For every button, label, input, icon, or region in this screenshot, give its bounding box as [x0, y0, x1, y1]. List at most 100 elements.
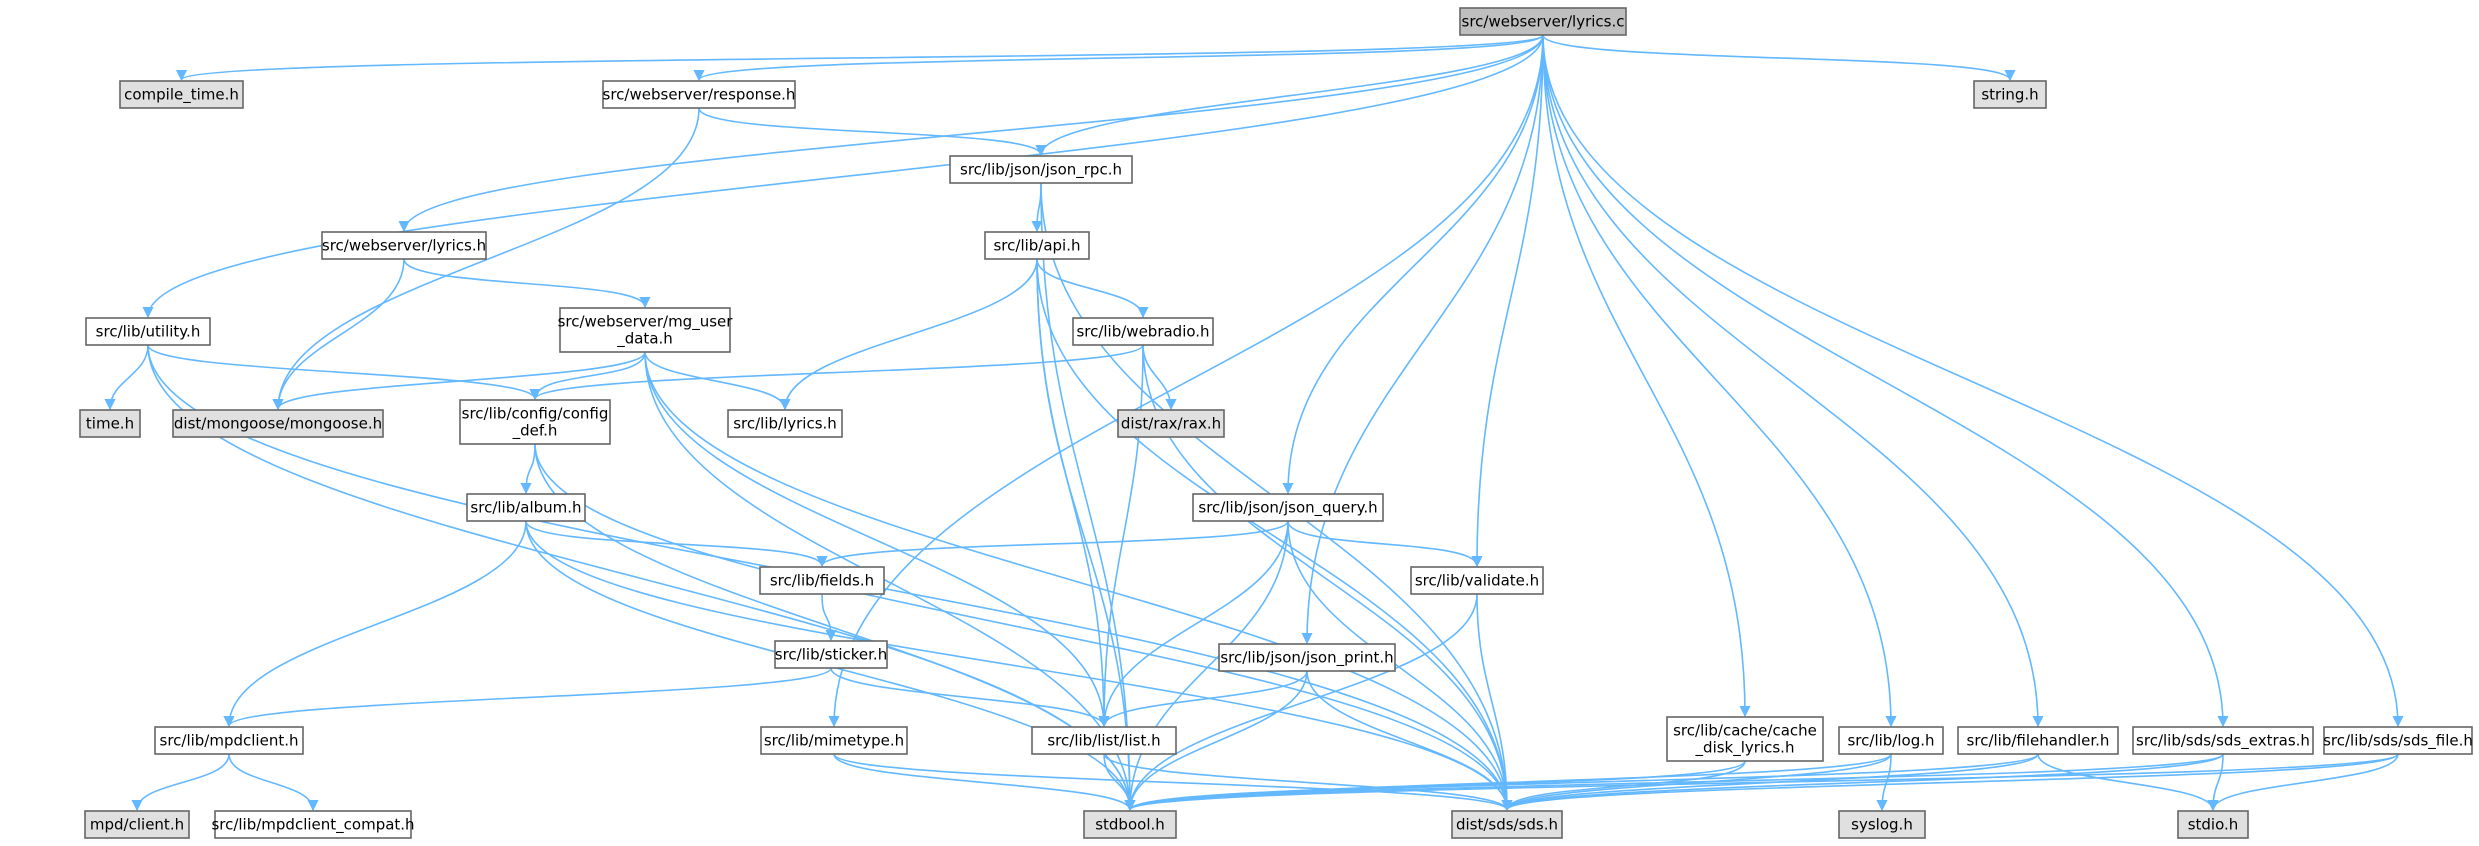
- node-label: syslog.h: [1851, 816, 1913, 834]
- node-sticker[interactable]: src/lib/sticker.h: [774, 640, 888, 669]
- node-box: [1218, 643, 1396, 672]
- edge-ws_lyrics_h-to-mongoose: [272, 258, 405, 411]
- node-sds-extras[interactable]: src/lib/sds/sds_extras.h: [2132, 726, 2314, 755]
- node-box: [1459, 7, 1627, 36]
- edge-json_print-to-list: [1098, 670, 1308, 728]
- edge-lyrics_c-to-validate: [1471, 34, 1544, 568]
- edge-sds_file-to-stdbool: [1124, 753, 2399, 812]
- node-mongoose: dist/mongoose/mongoose.h: [172, 409, 384, 438]
- edge-api-to-webradio: [1036, 258, 1149, 319]
- node-response[interactable]: src/webserver/response.h: [602, 80, 796, 109]
- node-mg-user-data[interactable]: src/webserver/mg_user_data.h: [558, 307, 734, 353]
- edge-validate-to-sds: [1476, 593, 1513, 812]
- edge-sds_file-to-stdio: [2207, 753, 2399, 812]
- node-json-query[interactable]: src/lib/json/json_query.h: [1192, 493, 1384, 522]
- node-utility[interactable]: src/lib/utility.h: [85, 317, 211, 346]
- node-lyrics-c[interactable]: src/webserver/lyrics.c: [1459, 7, 1627, 36]
- node-fields[interactable]: src/lib/fields.h: [759, 566, 885, 595]
- edge-album-to-mpdclient: [223, 520, 527, 728]
- edge-lyrics_c-to-string_h: [1542, 34, 2016, 82]
- node-stdio: stdio.h: [2177, 810, 2249, 839]
- node-config-def[interactable]: src/lib/config/config_def.h: [459, 399, 611, 445]
- edge-validate-to-stdbool: [1124, 593, 1478, 812]
- node-box: [984, 231, 1090, 260]
- node-box: [949, 155, 1133, 184]
- node-label: src/lib/cache/cache: [1673, 722, 1817, 740]
- node-label: _data.h: [616, 330, 673, 349]
- edge-album-to-fields: [525, 520, 828, 568]
- node-mimetype[interactable]: src/lib/mimetype.h: [760, 726, 908, 755]
- node-mpd-client: mpd/client.h: [84, 810, 190, 839]
- node-label: src/lib/json/json_query.h: [1198, 499, 1377, 518]
- node-validate[interactable]: src/lib/validate.h: [1410, 566, 1544, 595]
- node-label: src/lib/json/json_print.h: [1220, 649, 1393, 668]
- node-syslog: syslog.h: [1838, 810, 1926, 839]
- node-label: src/webserver/lyrics.c: [1462, 13, 1625, 31]
- edge-lyrics_c-to-json_rpc: [1035, 34, 1544, 157]
- node-stdbool: stdbool.h: [1083, 810, 1177, 839]
- edge-api-to-stdbool: [1036, 258, 1136, 812]
- node-label: mpd/client.h: [90, 816, 184, 834]
- node-list[interactable]: src/lib/list/list.h: [1031, 726, 1177, 755]
- edge-layer: [104, 34, 2404, 812]
- node-sds-file[interactable]: src/lib/sds/sds_file.h: [2323, 726, 2473, 755]
- node-label: src/lib/config/config: [462, 405, 609, 423]
- edge-lyrics_c-to-mimetype: [828, 34, 1544, 728]
- node-label: src/lib/webradio.h: [1076, 323, 1209, 341]
- node-label: src/lib/api.h: [993, 237, 1080, 255]
- node-cache-lyrics[interactable]: src/lib/cache/cache_disk_lyrics.h: [1666, 716, 1824, 762]
- edge-response-to-json_rpc: [698, 107, 1047, 157]
- edge-json_query-to-fields: [816, 520, 1289, 568]
- node-box: [759, 566, 885, 595]
- node-webradio[interactable]: src/lib/webradio.h: [1072, 317, 1214, 346]
- node-ws-lyrics-h[interactable]: src/webserver/lyrics.h: [321, 231, 487, 260]
- edge-filehandler-to-stdbool: [1124, 753, 2039, 812]
- node-box: [1838, 810, 1926, 839]
- node-box: [1192, 493, 1384, 522]
- edge-json_query-to-sds: [1287, 520, 1513, 812]
- edge-lyrics_c-to-ws_lyrics_h: [398, 34, 1544, 233]
- node-mpdclient[interactable]: src/lib/mpdclient.h: [154, 726, 304, 755]
- node-json-rpc[interactable]: src/lib/json/json_rpc.h: [949, 155, 1133, 184]
- node-label: time.h: [86, 415, 134, 433]
- node-json-print[interactable]: src/lib/json/json_print.h: [1218, 643, 1396, 672]
- edge-mg_user_data-to-sds: [644, 351, 1513, 812]
- node-box: [2132, 726, 2314, 755]
- node-box: [1072, 317, 1214, 346]
- node-box: [1666, 716, 1824, 762]
- edge-mimetype-to-stdbool: [833, 753, 1136, 812]
- node-box: [1083, 810, 1177, 839]
- edge-mg_user_data-to-list: [644, 351, 1110, 728]
- node-time-h: time.h: [79, 409, 141, 438]
- node-box: [760, 726, 908, 755]
- node-lib-lyrics[interactable]: src/lib/lyrics.h: [727, 409, 843, 438]
- edge-response-to-mongoose: [272, 107, 700, 411]
- node-box: [1838, 726, 1944, 755]
- node-label: src/lib/mpdclient.h: [160, 732, 299, 750]
- node-box: [602, 80, 796, 109]
- node-label: src/webserver/lyrics.h: [322, 237, 486, 255]
- edge-json_query-to-validate: [1287, 520, 1483, 568]
- node-label: src/lib/log.h: [1847, 732, 1934, 750]
- node-box: [774, 640, 888, 669]
- edge-mpdclient-to-mpdclient_compat: [228, 753, 319, 812]
- edge-mg_user_data-to-lib_lyrics: [644, 351, 791, 411]
- edge-webradio-to-list: [1098, 344, 1144, 728]
- node-box: [2177, 810, 2249, 839]
- node-label: stdio.h: [2188, 816, 2239, 834]
- node-mpdclient-compat[interactable]: src/lib/mpdclient_compat.h: [211, 810, 415, 839]
- node-api[interactable]: src/lib/api.h: [984, 231, 1090, 260]
- edge-utility-to-config_def: [147, 344, 541, 401]
- node-rax: dist/rax/rax.h: [1117, 409, 1225, 438]
- node-box: [466, 493, 586, 522]
- node-album[interactable]: src/lib/album.h: [466, 493, 586, 522]
- node-filehandler[interactable]: src/lib/filehandler.h: [1957, 726, 2119, 755]
- node-label: dist/sds/sds.h: [1456, 816, 1558, 834]
- node-label: src/lib/utility.h: [96, 323, 201, 341]
- edge-lyrics_c-to-sds_extras: [1542, 34, 2229, 728]
- node-log-h[interactable]: src/lib/log.h: [1838, 726, 1944, 755]
- node-label: src/lib/album.h: [470, 499, 581, 517]
- node-box: [172, 409, 384, 438]
